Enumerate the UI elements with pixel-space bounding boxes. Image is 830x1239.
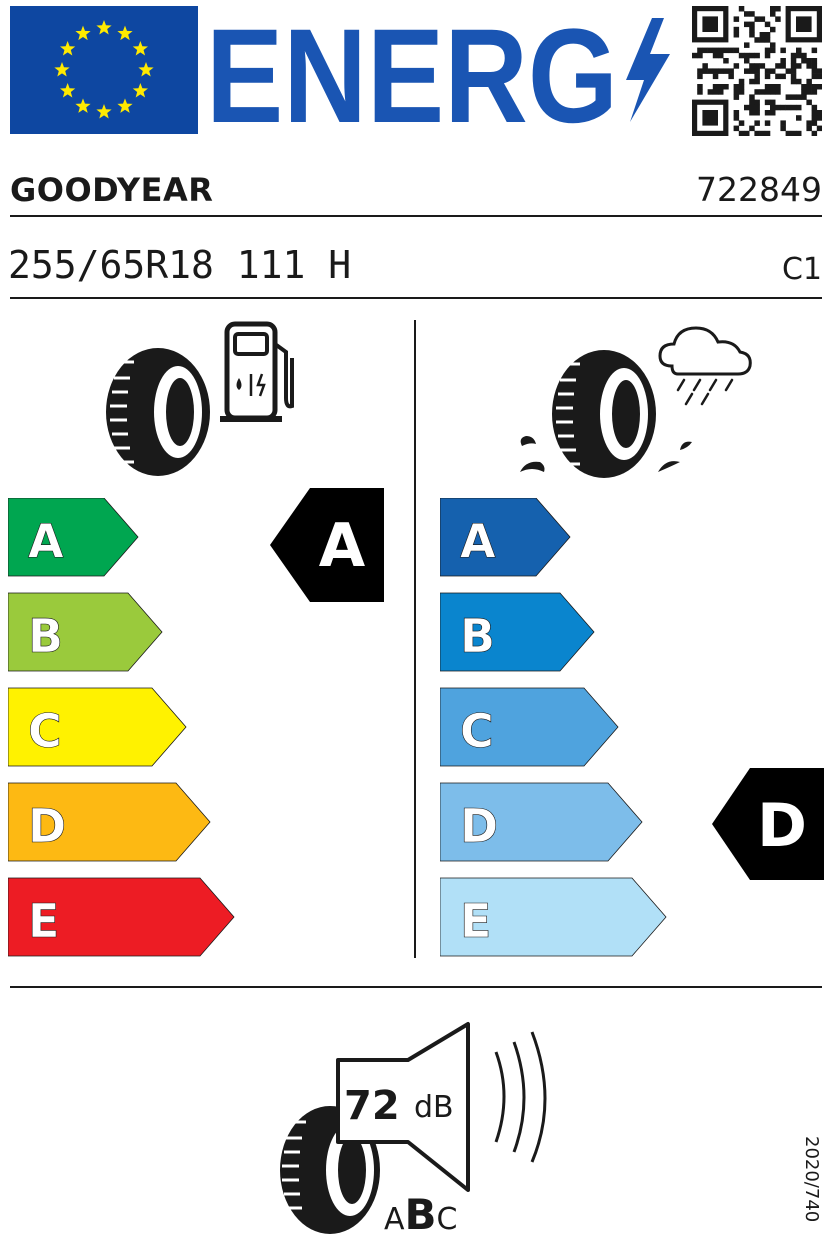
eu-star-icon <box>138 62 154 77</box>
noise-value: 72 <box>344 1083 400 1129</box>
supplier-name: GOODYEAR <box>10 171 214 209</box>
fuel-efficiency-rating: A <box>319 511 366 581</box>
fuel-efficiency-class-d-label: D <box>28 799 66 853</box>
wet-grip-class-a-bar <box>440 498 571 577</box>
eu-star-icon <box>96 20 112 35</box>
eu-star-icon <box>117 98 133 113</box>
eu-star-icon <box>75 25 91 41</box>
noise-class-c: C <box>436 1202 458 1237</box>
regulation-number: 2020/740 <box>798 1136 828 1228</box>
wet-grip-class-b-bar <box>440 592 595 672</box>
tyre-class: C1 <box>781 252 822 287</box>
fuel-efficiency-class-c-bar <box>8 687 187 767</box>
panel-divider <box>414 320 416 958</box>
eu-star-icon <box>60 41 76 56</box>
wet-grip-rating-marker: D <box>712 768 824 880</box>
tyre-type-identifier: 722849 <box>696 170 822 209</box>
noise-class-b: B <box>404 1190 437 1239</box>
tyre-rain-cloud-icon <box>512 322 756 484</box>
wet-grip-class-d-bar <box>440 782 643 862</box>
lightning-bolt-icon <box>622 18 674 122</box>
eu-star-icon <box>96 104 112 119</box>
fuel-efficiency-class-e-label: E <box>28 894 59 948</box>
noise-class-scale: ABC <box>384 1190 484 1239</box>
eu-star-icon <box>75 98 91 113</box>
eu-flag-icon <box>10 6 198 134</box>
tyre-size-designation: 255/65R18 111 H <box>8 243 352 287</box>
fuel-efficiency-class-d-bar <box>8 782 211 862</box>
wet-grip-class-a-label: A <box>460 514 496 568</box>
divider <box>10 986 822 988</box>
fuel-efficiency-class-a-label: A <box>28 514 64 568</box>
energy-title: ENERG <box>206 10 626 134</box>
fuel-efficiency-class-b-bar <box>8 592 163 672</box>
eu-star-icon <box>132 83 148 98</box>
wet-grip-class-c-bar <box>440 687 619 767</box>
eu-star-icon <box>132 41 148 56</box>
wet-grip-class-c-label: C <box>460 704 494 758</box>
wet-grip-class-e-bar <box>440 877 667 957</box>
tyre-speaker-icon <box>268 1020 568 1236</box>
fuel-efficiency-class-a-bar <box>8 498 139 577</box>
tyre-fuel-pump-icon <box>100 318 300 480</box>
noise-unit: dB <box>414 1090 454 1125</box>
eu-star-icon <box>54 62 70 77</box>
noise-class-a: A <box>384 1202 405 1237</box>
fuel-efficiency-class-c-label: C <box>28 704 62 758</box>
wet-grip-rating: D <box>757 791 807 861</box>
eu-star-icon <box>60 83 76 98</box>
svg-text:2020/740: 2020/740 <box>801 1136 822 1222</box>
wet-grip-class-b-label: B <box>460 609 495 663</box>
qr-code-icon <box>692 6 822 136</box>
svg-text:ENERG: ENERG <box>206 10 618 134</box>
fuel-efficiency-class-e-bar <box>8 877 235 957</box>
fuel-efficiency-class-b-label: B <box>28 609 63 663</box>
fuel-efficiency-rating-marker: A <box>270 488 384 602</box>
wet-grip-class-d-label: D <box>460 799 498 853</box>
divider <box>10 297 822 299</box>
eu-star-icon <box>117 25 133 41</box>
wet-grip-class-e-label: E <box>460 894 491 948</box>
divider <box>10 215 822 217</box>
